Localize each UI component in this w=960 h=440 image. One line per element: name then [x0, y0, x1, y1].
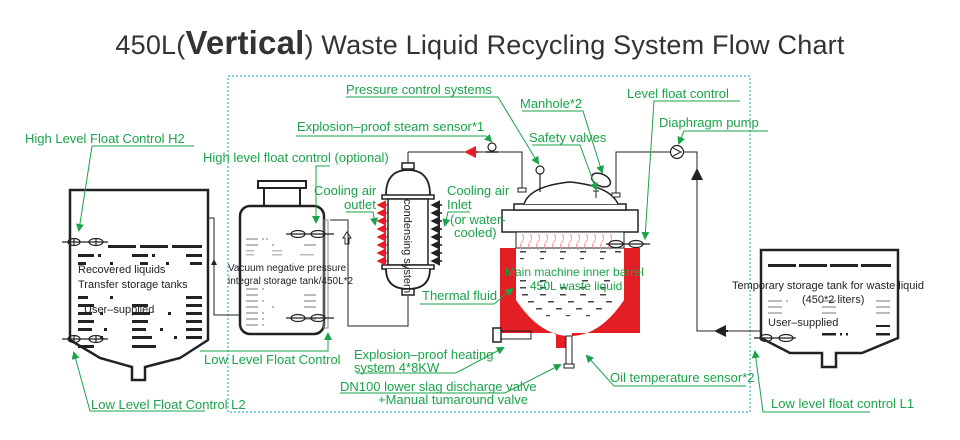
recovered-tank-label-2: Transfer storage tanks [78, 279, 188, 291]
condenser-label: condensing system [401, 199, 413, 293]
cooling-air-inlet-arrows [430, 200, 442, 266]
flow-up-arrow-icon [342, 231, 352, 245]
temp-tank-label-1: Temporary storage tank for waste liquid [732, 280, 924, 292]
label-low-level-float-l1: Low level float control L1 [771, 396, 914, 411]
temporary-storage-tank: Temporary storage tank for waste liquid … [732, 248, 924, 369]
vacuum-storage-tank: Vacuum negative pressure integral storag… [228, 180, 354, 336]
label-level-float-control: Level float control [627, 86, 729, 101]
recovered-liquids-tank: Recovered liquids Transfer storage tanks… [62, 188, 210, 382]
title-emphasis: Vertical [185, 24, 305, 61]
float-sensor-reactor-icon [606, 239, 650, 249]
title-suffix: ) Waste Liquid Recycling System Flow Cha… [304, 30, 845, 60]
feed-pipe [615, 151, 670, 193]
label-heating-1: Explosion–proof heating [354, 347, 494, 362]
label-cooling-inlet-4: cooled) [454, 225, 497, 240]
condensate-pipe [330, 219, 409, 327]
steam-pipe [408, 151, 523, 190]
cooling-air-outlet-arrows [376, 200, 388, 266]
label-cooling-inlet-3: (or water- [450, 212, 506, 227]
label-steam-sensor: Explosion–proof steam sensor*1 [297, 119, 484, 134]
label-pressure-control: Pressure control systems [346, 82, 492, 97]
label-manhole: Manhole*2 [520, 96, 582, 111]
label-safety-valves: Safety valves [529, 130, 607, 145]
vacuum-tank-label-2: integral storage tank/450L*2 [228, 276, 354, 287]
system-boundary [227, 75, 751, 413]
label-diaphragm-pump: Diaphragm pump [659, 115, 759, 130]
label-cooling-inlet-2: Inlet [447, 197, 472, 212]
steam-sensor-icon [486, 142, 498, 153]
float-sensor-l1-icon [754, 333, 796, 343]
label-thermal-fluid: Thermal fluid [422, 288, 497, 303]
heat-wave-icons [520, 233, 612, 251]
main-barrel-label-2: 450L waste liquid [530, 279, 622, 293]
temp-tank-label-3: User–supplied [768, 317, 838, 329]
label-slag-valve-2: +Manual tumaround valve [378, 392, 528, 407]
pressure-gauge-icon [535, 165, 545, 192]
heater-icon [492, 327, 532, 343]
label-high-level-float-h2: High Level Float Control H2 [25, 131, 185, 146]
label-high-level-float-optional: High level float control (optional) [203, 150, 389, 165]
chart-title: 450L(Vertical) Waste Liquid Recycling Sy… [0, 24, 960, 62]
label-heating-2: system 4*8KW [354, 360, 440, 375]
label-low-level-float-control: Low Level Float Control [204, 352, 341, 367]
condenser: condensing system [376, 152, 442, 296]
safety-valve-icon [593, 190, 599, 198]
label-slag-valve-1: DN100 lower slag discharge valve [340, 379, 537, 394]
title-prefix: 450L( [115, 30, 186, 60]
manhole-icon [590, 172, 612, 188]
label-low-level-float-l2: Low Level Float Control L2 [91, 397, 246, 412]
recovered-tank-label-1: Recovered liquids [78, 264, 166, 276]
vacuum-tank-label-1: Vacuum negative pressure [228, 263, 347, 274]
recovered-tank-label-3: User–supplied [84, 304, 154, 316]
label-cooling-outlet-1: Cooling air [314, 183, 377, 198]
main-barrel-label-1: Main machine inner barrel [505, 265, 644, 279]
label-cooling-inlet-1: Cooling air [447, 183, 510, 198]
thermal-fluid-jacket [500, 248, 640, 348]
float-sensor-vacuum-high-icon [286, 229, 334, 239]
float-sensor-l2-icon [62, 334, 108, 344]
drain-valve-icon [563, 335, 575, 369]
waste-feed-pipe [684, 151, 760, 332]
float-sensor-h2-icon [62, 237, 108, 247]
temp-tank-label-2: (450*2 liters) [802, 294, 864, 306]
label-oil-temp-sensor: Oil temperature sensor*2 [610, 370, 755, 385]
float-sensor-vacuum-low-icon [286, 313, 334, 323]
label-cooling-outlet-2: outlet [344, 197, 376, 212]
diaphragm-pump-icon [669, 144, 685, 160]
main-reactor: Main machine inner barrel 450L waste liq… [492, 165, 650, 369]
